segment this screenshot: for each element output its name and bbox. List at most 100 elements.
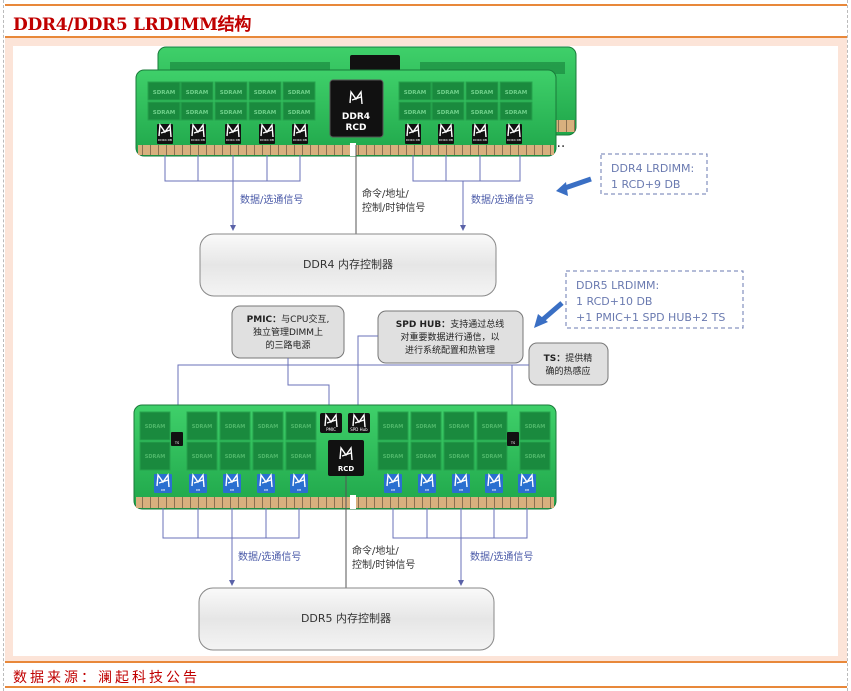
- ts-callout-line2: 确的热感应: [545, 365, 590, 377]
- ddr5-sdram-chip: [219, 441, 251, 471]
- ddr5-db-chip: [290, 474, 308, 493]
- ddr5-db-chip: [485, 474, 503, 493]
- ddr4-db-label: DDR4 DB: [260, 138, 274, 142]
- spd-callout-title: SPD HUB：: [396, 320, 450, 330]
- ddr4-db-chip: [157, 124, 173, 144]
- frame-left-border: [3, 0, 4, 691]
- ddr5-sdram-chip: [443, 411, 475, 441]
- ddr4-sdram-chip: [180, 81, 214, 101]
- spd-callout-line1: 支持通过总线: [450, 318, 504, 330]
- ddr5-db-label: DB: [196, 488, 200, 492]
- ddr4-sdram-grid: SDRAM SDRAM SDRAM SDRAM SDRAM SDRAM SDRAM SDRAM…: [147, 81, 533, 121]
- ddr5-sdram-label: SDRAM: [383, 454, 403, 460]
- ddr4-sdram-label: SDRAM: [153, 90, 176, 96]
- ddr4-note-arrow-icon: [561, 176, 592, 192]
- ddr5-db-chip: [223, 474, 241, 493]
- ddr5-sdram-chip: [139, 411, 171, 441]
- ddr4-sdram-chip: [398, 81, 432, 101]
- pmic-callout-line3: 的三路电源: [265, 339, 310, 351]
- ddr5-note-line1: DDR5 LRDIMM:: [576, 279, 659, 292]
- ddr4-sdram-chip: [465, 81, 499, 101]
- ddr5-sdram-chip: [377, 441, 409, 471]
- ddr4-controller-label: DDR4 内存控制器: [303, 257, 393, 271]
- ddr5-module: SDRAM SDRAM SDRAM SDRAM SDRAM SDRAM SDRAM SDRAM…: [133, 404, 557, 510]
- ddr4-sdram-label: SDRAM: [153, 110, 176, 116]
- ddr4-db-chip: [438, 124, 454, 144]
- ddr4-sdram-chip: [147, 81, 181, 101]
- ddr5-ts-left-label: TS: [174, 441, 180, 445]
- ddr4-right-signal-label: 数据/选通信号: [471, 193, 534, 206]
- ddr4-db-chip: [259, 124, 275, 144]
- ddr5-db-label: DB: [230, 488, 234, 492]
- ddr4-db-label: DDR4 DB: [158, 138, 172, 142]
- ddr5-db-label: DB: [391, 488, 395, 492]
- ddr5-sdram-label: SDRAM: [192, 454, 212, 460]
- ddr5-sdram-chip: [476, 441, 508, 471]
- ddr4-sdram-label: SDRAM: [254, 90, 277, 96]
- ddr4-sdram-label: SDRAM: [437, 90, 460, 96]
- ddr4-sdram-label: SDRAM: [288, 110, 311, 116]
- ddr5-controller: [198, 587, 495, 651]
- ddr5-db-label: DB: [161, 488, 165, 492]
- ddr5-note-line2: 1 RCD+10 DB: [576, 295, 652, 308]
- ddr4-sdram-chip: [499, 101, 533, 121]
- ddr4-wiring: [164, 155, 521, 231]
- ddr4-front-module: SDRAM SDRAM SDRAM SDRAM SDRAM SDRAM SDRAM SDRAM…: [135, 69, 557, 157]
- ddr4-note-line1: DDR4 LRDIMM:: [611, 162, 694, 175]
- ddr5-sdram-chip: [186, 411, 218, 441]
- ddr5-wiring: [162, 508, 528, 586]
- ddr5-sdram-label: SDRAM: [258, 454, 278, 460]
- ddr5-sdram-chip: [252, 411, 284, 441]
- ddr5-sdram-chip: [377, 411, 409, 441]
- ts-callout-line1: 提供精: [565, 352, 592, 364]
- ddr5-sdram-label: SDRAM: [416, 454, 436, 460]
- source-note: 数据来源：澜起科技公告: [13, 670, 200, 686]
- ddr4-rcd-label-1: DDR4: [342, 112, 370, 122]
- ts-callout-title: TS：: [544, 354, 566, 364]
- ddr4-rcd-label-2: RCD: [345, 123, 366, 133]
- ddr5-sdram-label: SDRAM: [482, 424, 502, 430]
- ddr5-sdram-chip: [476, 411, 508, 441]
- ddr5-sdram-chip: [285, 411, 317, 441]
- source-rule: [5, 661, 847, 663]
- ddr4-cmd-label-2: 控制/时钟信号: [362, 201, 425, 214]
- ddr5-spd-hub-chip-label: SPD Hub: [350, 427, 368, 432]
- ddr4-sdram-label: SDRAM: [220, 90, 243, 96]
- ddr4-db-chip: [292, 124, 308, 144]
- ddr4-sdram-chip: [282, 81, 316, 101]
- ddr5-cmd-label-1: 命令/地址/: [352, 544, 399, 557]
- ddr4-sdram-chip: [431, 81, 465, 101]
- ddr4-sdram-label: SDRAM: [471, 110, 494, 116]
- spd-callout-line3: 进行系统配置和热管理: [405, 344, 495, 356]
- ddr5-db-label: DB: [425, 488, 429, 492]
- ddr4-db-label: DDR4 DB: [191, 138, 205, 142]
- ddr4-db-chip: [225, 124, 241, 144]
- ddr4-sdram-chip: [499, 81, 533, 101]
- ddr4-db-chip: [405, 124, 421, 144]
- ddr4-sdram-chip: [465, 101, 499, 121]
- ddr5-sdram-chip: [219, 411, 251, 441]
- ddr4-controller: [199, 233, 497, 297]
- ddr4-sdram-label: SDRAM: [404, 90, 427, 96]
- ddr4-sdram-label: SDRAM: [186, 110, 209, 116]
- ddr5-pmic-chip-label: PMIC: [326, 427, 336, 432]
- ddr4-sdram-label: SDRAM: [220, 110, 243, 116]
- ddr4-db-chip: [190, 124, 206, 144]
- ddr5-sdram-chip: [519, 411, 551, 441]
- ddr4-sdram-label: SDRAM: [505, 90, 528, 96]
- ddr5-rcd-chip: [328, 440, 364, 476]
- ddr5-db-chip: [257, 474, 275, 493]
- pmic-callout-line1: 与CPU交互,: [281, 313, 329, 325]
- ddr4-db-chip: [506, 124, 522, 144]
- ddr5-sdram-label: SDRAM: [291, 454, 311, 460]
- ddr4-db-label: DDR4 DB: [293, 138, 307, 142]
- ddr4-sdram-label: SDRAM: [404, 110, 427, 116]
- title-rule: [5, 36, 847, 38]
- pmic-callout-line2: 独立管理DIMM上: [253, 326, 323, 338]
- ddr5-sdram-label: SDRAM: [449, 424, 469, 430]
- ddr5-sdram-chip: [410, 411, 442, 441]
- ddr5-sdram-label: SDRAM: [145, 454, 165, 460]
- ddr4-sdram-label: SDRAM: [471, 90, 494, 96]
- ddr4-db-label: DDR4 DB: [226, 138, 240, 142]
